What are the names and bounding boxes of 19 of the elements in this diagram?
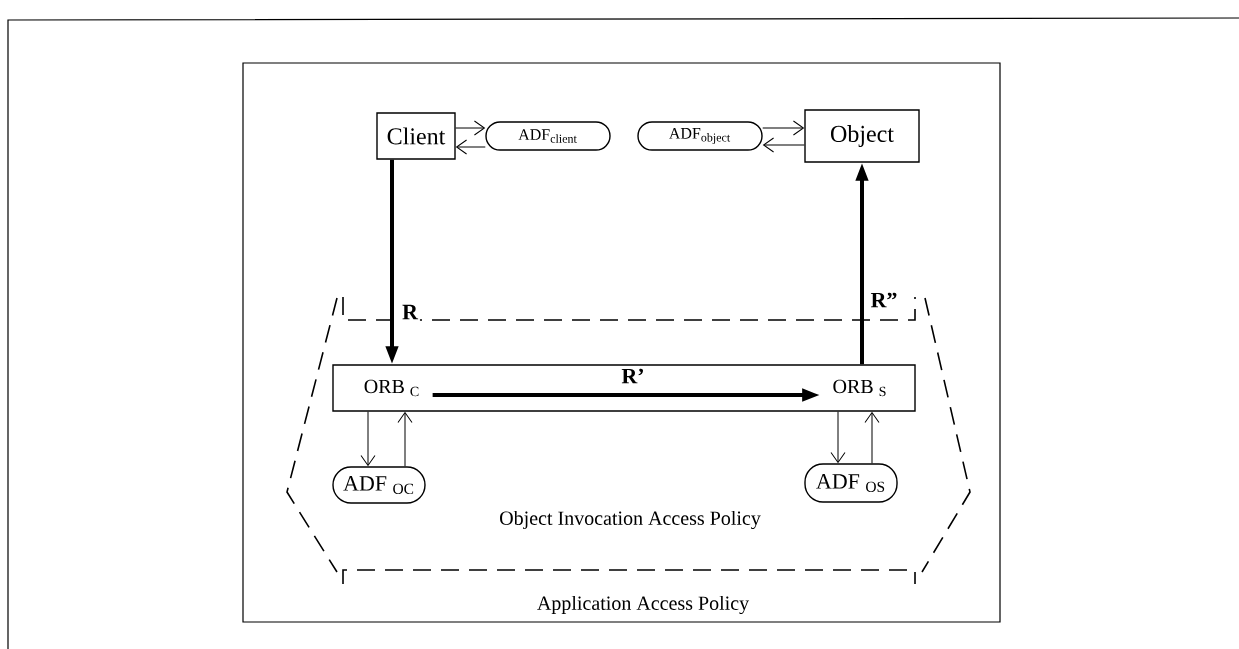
component-box: Object — [804, 109, 920, 163]
component-label: ORB $_{S}$ — [833, 379, 886, 397]
arrow — [762, 120, 804, 136]
decision-pill: ADF $_{OC}$ — [332, 466, 426, 504]
component-label: ORB $_{C}$ — [364, 379, 419, 397]
arrow — [864, 412, 880, 464]
arrow — [830, 411, 846, 463]
component-box: Client — [376, 112, 456, 160]
edge-label: R — [400, 302, 420, 322]
decision-pill: ADF$_{client}$ — [485, 121, 611, 151]
arrow — [455, 120, 485, 136]
arrow — [397, 412, 413, 467]
decision-pill: ADF $_{OS}$ — [804, 463, 898, 503]
decision-pill: ADF$_{object}$ — [637, 121, 763, 151]
orb-box — [332, 364, 916, 412]
edge-label: R’ — [619, 366, 647, 386]
arrow — [763, 137, 805, 153]
arrow — [456, 139, 486, 155]
arrow — [360, 411, 376, 466]
